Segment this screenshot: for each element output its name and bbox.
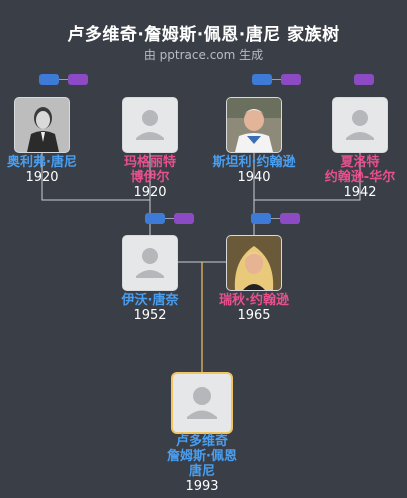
person-year: 1940 xyxy=(237,170,271,185)
badge-purple[interactable] xyxy=(354,74,374,85)
person-name: 瑞秋·约翰逊 xyxy=(219,293,289,308)
person-silhouette-icon xyxy=(333,98,387,152)
badge-purple[interactable] xyxy=(280,213,300,224)
portrait-photo-icon xyxy=(227,236,281,290)
link-oliver-to-couple xyxy=(41,152,150,201)
badge-connector xyxy=(272,79,281,80)
badge-connector xyxy=(271,218,280,219)
badge-blue[interactable] xyxy=(39,74,59,85)
person-name: 夏洛特 约翰逊-华尔 xyxy=(324,155,396,185)
badge-blue[interactable] xyxy=(145,213,165,224)
person-name: 卢多维奇 詹姆斯·佩恩 唐尼 xyxy=(167,434,237,479)
link-stanley-to-couple xyxy=(253,152,361,201)
person-year: 1965 xyxy=(237,308,271,323)
person-silhouette-icon xyxy=(123,98,177,152)
person-year: 1952 xyxy=(133,308,167,323)
person-year: 1920 xyxy=(133,185,167,200)
page-title: 卢多维奇·詹姆斯·佩恩·唐尼 家族树 xyxy=(67,25,340,45)
person-name: 斯坦利·约翰逊 xyxy=(212,155,296,170)
person-silhouette-icon xyxy=(173,374,231,432)
person-name: 玛格丽特 博伊尔 xyxy=(123,155,176,185)
person-year: 1942 xyxy=(343,185,377,200)
person-name: 伊沃·唐奈 xyxy=(121,293,179,308)
portrait-photo-icon xyxy=(227,98,281,152)
person-name: 奥利弗·唐尼 xyxy=(7,155,77,170)
badge-blue[interactable] xyxy=(252,74,272,85)
person-year: 1993 xyxy=(185,479,219,494)
badge-connector xyxy=(165,218,174,219)
page-subtitle: 由 pptrace.com 生成 xyxy=(143,48,264,62)
portrait-photo-icon xyxy=(15,98,69,152)
badge-purple[interactable] xyxy=(174,213,194,224)
person-year: 1920 xyxy=(25,170,59,185)
badge-connector xyxy=(59,79,68,80)
person-silhouette-icon xyxy=(123,236,177,290)
badge-purple[interactable] xyxy=(68,74,88,85)
badge-purple[interactable] xyxy=(281,74,301,85)
badge-blue[interactable] xyxy=(251,213,271,224)
